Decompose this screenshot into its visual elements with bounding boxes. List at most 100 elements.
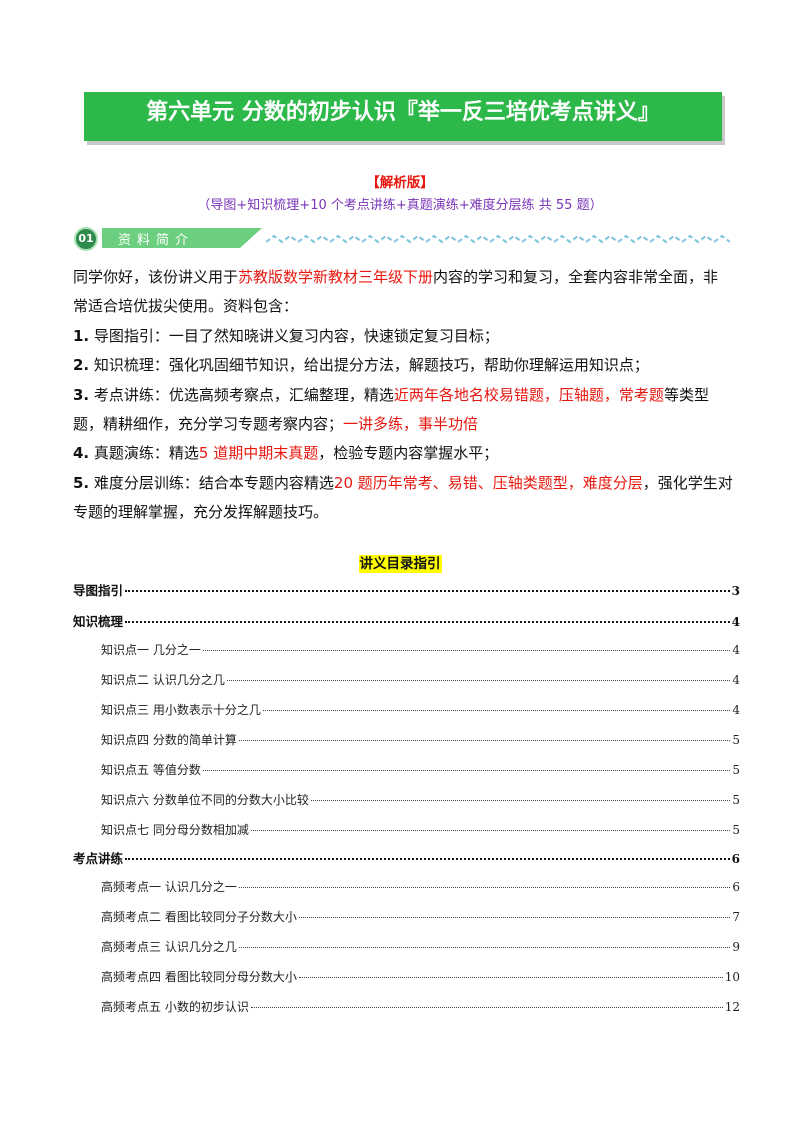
item-text: 知识梳理：强化巩固细节知识，给出提分方法，解题技巧，帮助你理解运用知识点；: [89, 356, 649, 375]
intro-item-4: 4. 真题演练：精选5 道期中期末真题，检验专题内容掌握水平；: [73, 439, 733, 468]
section-label: 资料简介: [118, 233, 195, 248]
toc-entry[interactable]: 导图指引 3: [73, 580, 740, 599]
toc-entry-label: 知识点七 同分母分数相加减: [101, 823, 249, 837]
toc-leader: [226, 680, 731, 681]
toc-entry-label: 高频考点三 认识几分之几: [101, 940, 237, 954]
title-banner: 第六单元 分数的初步认识『举一反三培优考点讲义』: [84, 92, 722, 141]
toc-entry[interactable]: 高频考点四 看图比较同分母分数大小 10: [101, 968, 740, 985]
item-highlight: 5 道期中期末真题: [198, 444, 319, 463]
toc-page-number: 5: [732, 823, 740, 837]
intro-text: 同学你好，该份讲义用于苏教版数学新教材三年级下册内容的学习和复习，全套内容非常全…: [73, 263, 733, 528]
toc-page-number: 9: [732, 940, 740, 954]
toc-page-number: 4: [732, 643, 740, 657]
item-text: 真题演练：精选: [89, 444, 199, 463]
item-number: 1.: [73, 326, 90, 345]
toc-entry[interactable]: 知识点三 用小数表示十分之几 4: [101, 701, 740, 718]
toc-entry[interactable]: 知识点一 几分之一 4: [101, 641, 740, 658]
intro-paragraph: 同学你好，该份讲义用于苏教版数学新教材三年级下册内容的学习和复习，全套内容非常全…: [73, 263, 733, 322]
item-text: ，检验专题内容掌握水平；: [318, 444, 499, 463]
toc-leader: [250, 1007, 723, 1008]
toc-page-number: 7: [732, 910, 740, 924]
toc-entry-label: 高频考点四 看图比较同分母分数大小: [101, 970, 297, 984]
toc-leader: [250, 830, 731, 831]
intro-item-2: 2. 知识梳理：强化巩固细节知识，给出提分方法，解题技巧，帮助你理解运用知识点；: [73, 351, 733, 380]
intro-item-3: 3. 考点讲练：优选高频考察点，汇编整理，精选近两年各地名校易错题，压轴题，常考…: [73, 381, 733, 440]
item-number: 2.: [73, 356, 90, 375]
item-number: 5.: [73, 473, 90, 492]
toc-entry-label: 知识点六 分数单位不同的分数大小比较: [101, 793, 309, 807]
wave-divider-icon: [266, 234, 730, 244]
item-text: ，强化学生对专题的理解掌握，充分发挥解题技巧。: [73, 473, 733, 522]
toc-entry[interactable]: 知识点六 分数单位不同的分数大小比较 5: [101, 791, 740, 808]
toc-leader: [298, 917, 731, 918]
toc-entry-label: 知识点五 等值分数: [101, 763, 201, 777]
toc-entry-label: 高频考点二 看图比较同分子分数大小: [101, 910, 297, 924]
toc-entry[interactable]: 知识点二 认识几分之几 4: [101, 671, 740, 688]
section-tab: [102, 228, 240, 248]
toc-page-number: 5: [732, 793, 740, 807]
toc-heading-text: 讲义目录指引: [358, 555, 442, 573]
toc-page-number: 6: [732, 880, 740, 894]
intro-highlight-textbook: 苏教版数学新教材三年级下册: [238, 268, 434, 286]
edition-label: 【解析版】: [366, 175, 434, 191]
section-number-badge: 01: [74, 227, 98, 251]
document-title: 第六单元 分数的初步认识『举一反三培优考点讲义』: [146, 100, 660, 125]
toc-entry-label: 知识点四 分数的简单计算: [101, 733, 237, 747]
toc-page-number: 3: [731, 584, 740, 598]
toc-entry-label: 知识点三 用小数表示十分之几: [101, 703, 261, 717]
toc-entry[interactable]: 考点讲练 6: [73, 848, 740, 867]
toc-leader: [238, 887, 731, 888]
toc-entry-label: 高频考点一 认识几分之一: [101, 880, 237, 894]
toc-entry-label: 知识点一 几分之一: [101, 643, 201, 657]
toc-entry[interactable]: 知识点七 同分母分数相加减 5: [101, 821, 740, 838]
toc-entry[interactable]: 知识点五 等值分数 5: [101, 761, 740, 778]
item-text: 考点讲练：优选高频考察点，汇编整理，精选: [89, 385, 394, 404]
toc-page-number: 4: [732, 673, 740, 687]
toc-page-number: 10: [724, 970, 740, 984]
toc-leader: [238, 947, 731, 948]
toc-entry[interactable]: 高频考点三 认识几分之几 9: [101, 938, 740, 955]
toc-entry[interactable]: 高频考点五 小数的初步认识 12: [101, 998, 740, 1015]
toc-leader: [262, 710, 731, 711]
toc-entry[interactable]: 高频考点一 认识几分之一 6: [101, 878, 740, 895]
toc-page-number: 4: [731, 615, 740, 629]
toc-heading: 讲义目录指引: [0, 552, 800, 573]
toc-entry[interactable]: 知识梳理 4: [73, 611, 740, 630]
item-highlight: 一讲多练，事半功倍: [343, 415, 479, 434]
section-header: 01 资料简介: [70, 225, 730, 251]
toc-page-number: 12: [724, 1000, 740, 1014]
toc-leader: [125, 590, 730, 592]
item-highlight: 20 题历年常考、易错、压轴类题型，难度分层: [333, 473, 643, 492]
toc-leader: [202, 650, 731, 651]
toc-leader: [298, 977, 723, 978]
toc-page-number: 6: [731, 852, 740, 866]
item-number: 4.: [73, 444, 90, 463]
toc-entry-label: 知识点二 认识几分之几: [101, 673, 225, 687]
toc-page-number: 5: [732, 733, 740, 747]
toc-entry-label: 导图指引: [73, 583, 124, 598]
toc-leader: [238, 740, 731, 741]
toc-leader: [125, 858, 730, 860]
contents-summary: （导图+知识梳理+10 个考点讲练+真题演练+难度分层练 共 55 题）: [197, 198, 603, 213]
item-text: 导图指引：一目了然知晓讲义复习内容，快速锁定复习目标；: [89, 326, 499, 345]
intro-item-1: 1. 导图指引：一目了然知晓讲义复习内容，快速锁定复习目标；: [73, 322, 733, 351]
item-highlight: 近两年各地名校易错题，压轴题，常考题: [393, 385, 664, 404]
toc-leader: [202, 770, 731, 771]
toc-leader: [125, 621, 730, 623]
toc-entry[interactable]: 高频考点二 看图比较同分子分数大小 7: [101, 908, 740, 925]
toc-entry-label: 知识梳理: [73, 614, 124, 629]
toc-page-number: 4: [732, 703, 740, 717]
intro-text-a: 同学你好，该份讲义用于: [73, 268, 239, 286]
toc-leader: [310, 800, 731, 801]
toc-entry[interactable]: 知识点四 分数的简单计算 5: [101, 731, 740, 748]
item-number: 3.: [73, 385, 90, 404]
toc-entry-label: 高频考点五 小数的初步认识: [101, 1000, 249, 1014]
toc-entry-label: 考点讲练: [73, 851, 124, 866]
item-text: 等类型题，精耕细作，充分学习专题考察内容；: [73, 385, 709, 434]
section-tab-tail: [240, 228, 262, 248]
toc-page-number: 5: [732, 763, 740, 777]
item-text: 难度分层训练：结合本专题内容精选: [89, 473, 334, 492]
intro-item-5: 5. 难度分层训练：结合本专题内容精选20 题历年常考、易错、压轴类题型，难度分…: [73, 469, 733, 528]
intro-text-b: 内容的学习和复习，全套内容非常全面，非常适合培优拔尖使用。资料包含：: [73, 268, 719, 316]
